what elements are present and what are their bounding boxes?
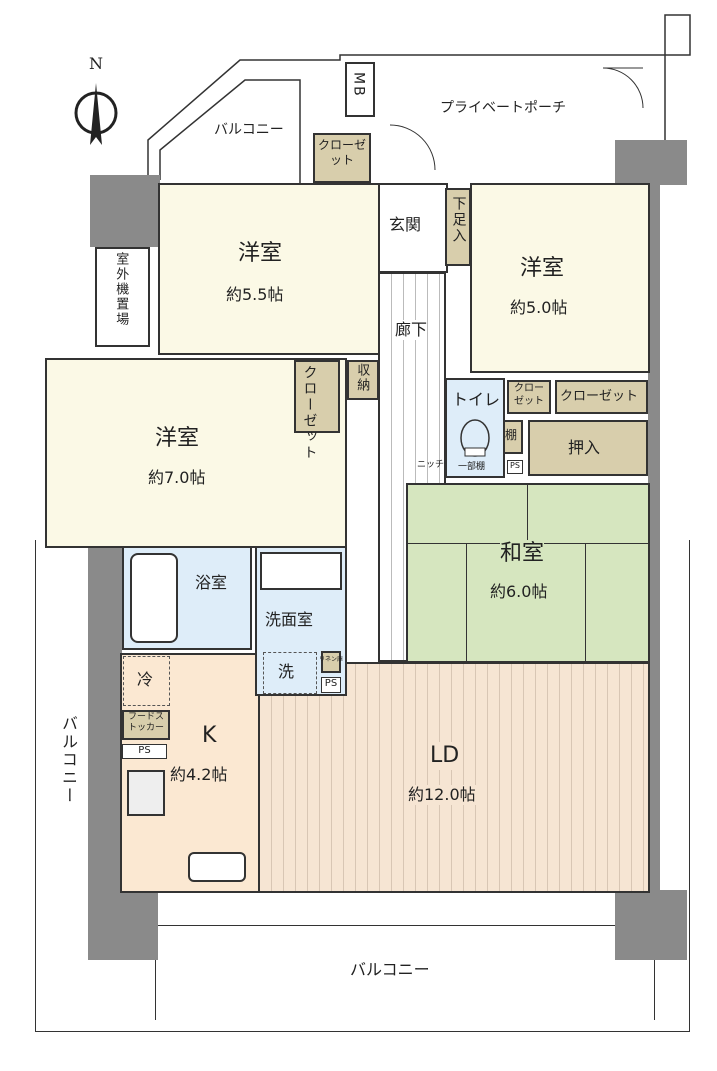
ps-washroom: PS <box>321 677 341 693</box>
mb <box>345 62 375 117</box>
food-stocker[interactable] <box>122 710 170 740</box>
closet-large-label: クローゼット <box>560 389 639 404</box>
kitchen-sink-icon <box>188 852 246 882</box>
washer-label: 洗 <box>278 662 295 681</box>
wall <box>90 175 160 247</box>
shelf-label: 棚 <box>505 428 518 442</box>
tatami-lines <box>466 543 586 661</box>
washer-space <box>263 652 317 694</box>
bathtub-icon <box>130 553 178 643</box>
compass-icon <box>74 83 118 145</box>
sink-icon <box>260 552 342 590</box>
wall <box>88 890 158 960</box>
entrance-label: 玄関 <box>389 215 422 234</box>
kitchen-name: K <box>202 723 217 748</box>
ps-kitchen: PS <box>122 744 167 759</box>
wall <box>88 545 122 890</box>
compass-label: N <box>89 54 103 73</box>
storage-label: 収納 <box>354 363 370 393</box>
ld-name: LD <box>430 742 460 770</box>
oshiire[interactable] <box>528 420 648 476</box>
fridge-label: 冷 <box>137 670 154 689</box>
stove-icon <box>127 770 165 816</box>
linen-label: リネン庫 <box>319 656 344 663</box>
western-room-70-size: 約7.0帖 <box>148 468 206 487</box>
balcony-bottom-rail <box>155 925 655 1020</box>
bathroom-label: 浴室 <box>195 573 228 592</box>
toilet-bowl-icon <box>460 419 490 457</box>
outdoor-unit-space <box>95 247 150 347</box>
ps-toilet: PS <box>507 460 523 474</box>
linen-storage[interactable] <box>321 651 341 673</box>
japanese-room-size: 約6.0帖 <box>490 582 548 602</box>
western-room-70-name: 洋室 <box>155 426 200 451</box>
japanese-room-name: 和室 <box>500 540 545 568</box>
closet-small[interactable] <box>507 380 551 414</box>
balcony-bottom-outline <box>35 540 690 1032</box>
wall <box>615 890 687 960</box>
storage[interactable] <box>347 360 379 400</box>
balcony-bottom-label: バルコニー <box>350 960 430 979</box>
western-room-55[interactable] <box>158 183 380 355</box>
top-outline <box>147 14 691 185</box>
closet-western-70-label: クローゼット <box>301 365 318 461</box>
closet-top[interactable] <box>313 133 371 183</box>
western-room-55-size: 約5.5帖 <box>226 285 284 304</box>
toilet[interactable] <box>445 378 505 478</box>
private-porch-label: プライベートポーチ <box>440 100 566 116</box>
western-room-50-size: 約5.0帖 <box>510 298 568 317</box>
closet-small-label: クローゼット <box>514 383 544 407</box>
balcony-left-label: バルコニー <box>59 715 78 805</box>
food-stocker-label: フードストッカー <box>127 712 164 734</box>
western-room-50[interactable] <box>470 183 650 373</box>
washroom-label: 洗面室 <box>265 610 314 629</box>
japanese-room[interactable] <box>406 483 650 663</box>
oshiire-label: 押入 <box>568 438 601 457</box>
mb-label: MB <box>350 72 367 98</box>
tatami-lines <box>527 485 528 543</box>
western-room-50-name: 洋室 <box>520 256 565 281</box>
closet-western-70[interactable] <box>294 360 340 433</box>
living-dining[interactable] <box>258 662 650 893</box>
western-room-55-name: 洋室 <box>238 241 283 266</box>
closet-large[interactable] <box>555 380 648 414</box>
hallway-label: 廊下 <box>395 320 428 340</box>
outdoor-unit-label: 室外機置場 <box>113 252 129 327</box>
wall <box>648 140 660 890</box>
shoe-storage-label: 下足入 <box>450 196 467 244</box>
niche-label: ニッチ <box>417 460 445 470</box>
kitchen-size: 約4.2帖 <box>170 765 228 784</box>
ld-size: 約12.0帖 <box>408 785 476 805</box>
balcony-top-label: バルコニー <box>214 122 284 138</box>
toilet-label: トイレ <box>452 390 501 409</box>
partial-shelf-label: 一部棚 <box>458 462 486 472</box>
shelf <box>503 420 523 454</box>
fridge-space <box>123 656 170 706</box>
closet-top-label: クローゼット <box>318 138 367 167</box>
